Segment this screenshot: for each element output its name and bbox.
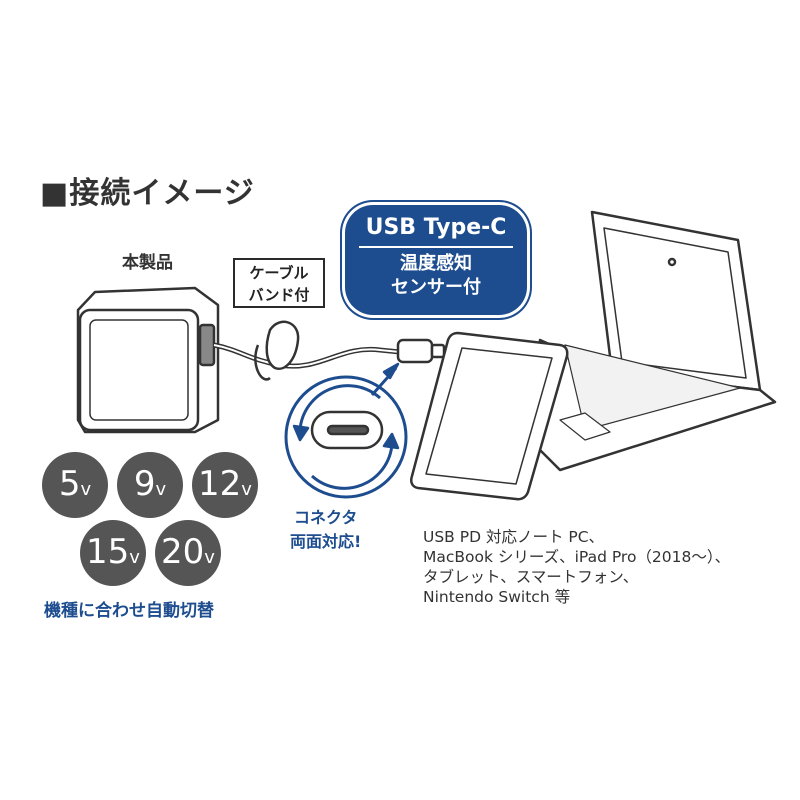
reversible-connector-icon — [280, 371, 412, 503]
section-title: ■接続イメージ — [40, 176, 255, 211]
charger-illustration — [76, 286, 220, 434]
voltage-unit: v — [80, 479, 92, 500]
voltage-unit: v — [129, 547, 140, 568]
connector-note-line: 両面対応! — [290, 532, 362, 551]
voltage-unit: v — [204, 547, 215, 568]
voltage-value: 9 — [133, 464, 156, 504]
usb-c-plug — [396, 338, 434, 364]
compatibility-line: Nintendo Switch 等 — [423, 588, 571, 606]
compatibility-line: MacBook シリーズ、iPad Pro（2018～）、 — [423, 548, 731, 566]
badge-line: 温度感知 — [400, 253, 472, 274]
tablet-illustration — [410, 331, 569, 501]
badge-heading: USB Type-C — [365, 215, 507, 240]
auto-switch-label: 機種に合わせ自動切替 — [44, 601, 214, 621]
usb-type-c-badge: USB Type-C 温度感知 センサー付 — [345, 205, 527, 315]
badge-line: センサー付 — [391, 277, 481, 298]
cable — [213, 342, 401, 369]
voltage-unit: v — [155, 479, 167, 500]
voltage-value: 12 — [198, 464, 242, 504]
cable-band-illustration — [265, 320, 300, 370]
voltage-value: 20 — [161, 532, 205, 572]
cable-band-callout: ケーブル バンド付 — [233, 258, 325, 308]
laptop-illustration — [528, 210, 777, 472]
voltage-unit: v — [241, 479, 252, 500]
callout-line: ケーブル — [249, 264, 309, 282]
voltage-value: 15 — [86, 532, 130, 572]
compatibility-line: USB PD 対応ノート PC、 — [423, 528, 605, 546]
connector-note-line: コネクタ — [293, 508, 358, 527]
connector-note: コネクタ 両面対応! — [290, 506, 361, 554]
badge-divider — [359, 246, 513, 248]
compatibility-list: USB PD 対応ノート PC、 MacBook シリーズ、iPad Pro（2… — [423, 527, 730, 607]
voltage-value: 5 — [58, 464, 81, 504]
product-label: 本製品 — [122, 253, 173, 273]
callout-line: バンド付 — [248, 286, 310, 304]
compatibility-line: タブレット、スマートフォン、 — [423, 568, 639, 586]
